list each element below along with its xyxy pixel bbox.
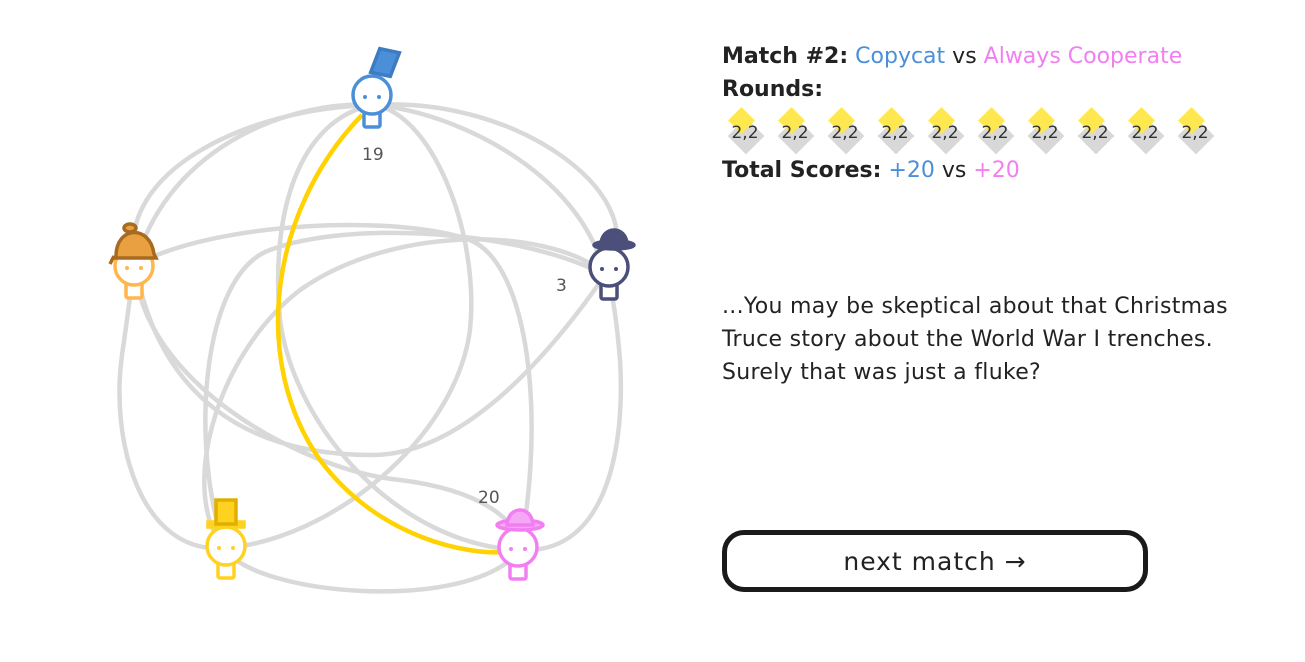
rounds-label: Rounds: xyxy=(722,77,824,102)
player-a-name: Copycat xyxy=(855,44,946,69)
round-result: 2,2 xyxy=(1172,107,1215,155)
total-scores-label: Total Scores: xyxy=(722,158,882,183)
story-line-2: Truce story about the World War I trench… xyxy=(722,327,1213,352)
head xyxy=(205,525,247,567)
round-score: 2,2 xyxy=(1131,123,1159,143)
match-label: Match #2: xyxy=(722,44,849,69)
deerstalker-hat-icon xyxy=(108,222,159,265)
round-score: 2,2 xyxy=(1181,123,1209,143)
match-info-panel: Match #2: Copycat vs Always Cooperate Ro… xyxy=(722,40,1282,187)
story-line-3: Surely that was just a fluke? xyxy=(722,360,1042,385)
rounds-list: 2,2 2,2 2,2 2,2 2,2 2,2 2,2 2,2 2,2 2,2 xyxy=(722,107,1282,155)
character-copycat[interactable] xyxy=(351,46,402,129)
score-label-copycat: 19 xyxy=(362,145,384,165)
ring-right xyxy=(275,102,624,553)
round-score: 2,2 xyxy=(731,123,759,143)
ring-grudger-cheater xyxy=(202,237,607,550)
score-label-always-cooperate: 20 xyxy=(478,488,500,508)
round-score: 2,2 xyxy=(881,123,909,143)
round-result: 2,2 xyxy=(922,107,965,155)
ring-left xyxy=(117,102,474,551)
ring-right-cross xyxy=(203,230,607,549)
round-result: 2,2 xyxy=(872,107,915,155)
story-line-1: ...You may be skeptical about that Chris… xyxy=(722,294,1228,319)
head xyxy=(588,246,630,288)
round-result: 2,2 xyxy=(972,107,1015,155)
round-score: 2,2 xyxy=(831,123,859,143)
round-score: 2,2 xyxy=(1031,123,1059,143)
total-score-b: +20 xyxy=(973,158,1020,183)
character-detective[interactable] xyxy=(108,222,159,300)
round-result: 2,2 xyxy=(1022,107,1065,155)
top-hat-icon xyxy=(206,498,246,529)
match-heading: Match #2: Copycat vs Always Cooperate xyxy=(722,40,1282,73)
top-hat-icon xyxy=(368,46,402,79)
character-always-cooperate[interactable] xyxy=(495,508,545,581)
total-scores-vs: vs xyxy=(941,158,967,183)
ring-copycat-cheater xyxy=(130,102,620,458)
score-label-cheater: 3 xyxy=(556,276,567,296)
next-match-button[interactable]: next match → xyxy=(722,530,1148,592)
story-text: ...You may be skeptical about that Chris… xyxy=(722,290,1282,389)
character-cheater[interactable] xyxy=(588,228,636,301)
tournament-diagram: 19 3 20 xyxy=(108,46,636,594)
ring-bottom xyxy=(223,546,522,594)
round-result: 2,2 xyxy=(1072,107,1115,155)
fedora-icon xyxy=(495,508,545,532)
character-grudger[interactable] xyxy=(205,498,247,580)
round-score: 2,2 xyxy=(981,123,1009,143)
ring-detective-pink xyxy=(132,264,523,551)
round-score: 2,2 xyxy=(931,123,959,143)
head xyxy=(351,74,393,116)
round-score: 2,2 xyxy=(1081,123,1109,143)
bowler-hat-icon xyxy=(592,228,636,251)
round-score: 2,2 xyxy=(781,123,809,143)
total-scores: Total Scores: +20 vs +20 xyxy=(722,154,1282,187)
player-b-name: Always Cooperate xyxy=(983,44,1183,69)
round-result: 2,2 xyxy=(1122,107,1165,155)
active-match-arc xyxy=(275,113,506,555)
round-result: 2,2 xyxy=(772,107,815,155)
connection-rings xyxy=(117,102,624,594)
round-result: 2,2 xyxy=(722,107,765,155)
total-score-a: +20 xyxy=(888,158,935,183)
head xyxy=(497,526,539,568)
match-vs: vs xyxy=(952,44,977,69)
round-result: 2,2 xyxy=(822,107,865,155)
